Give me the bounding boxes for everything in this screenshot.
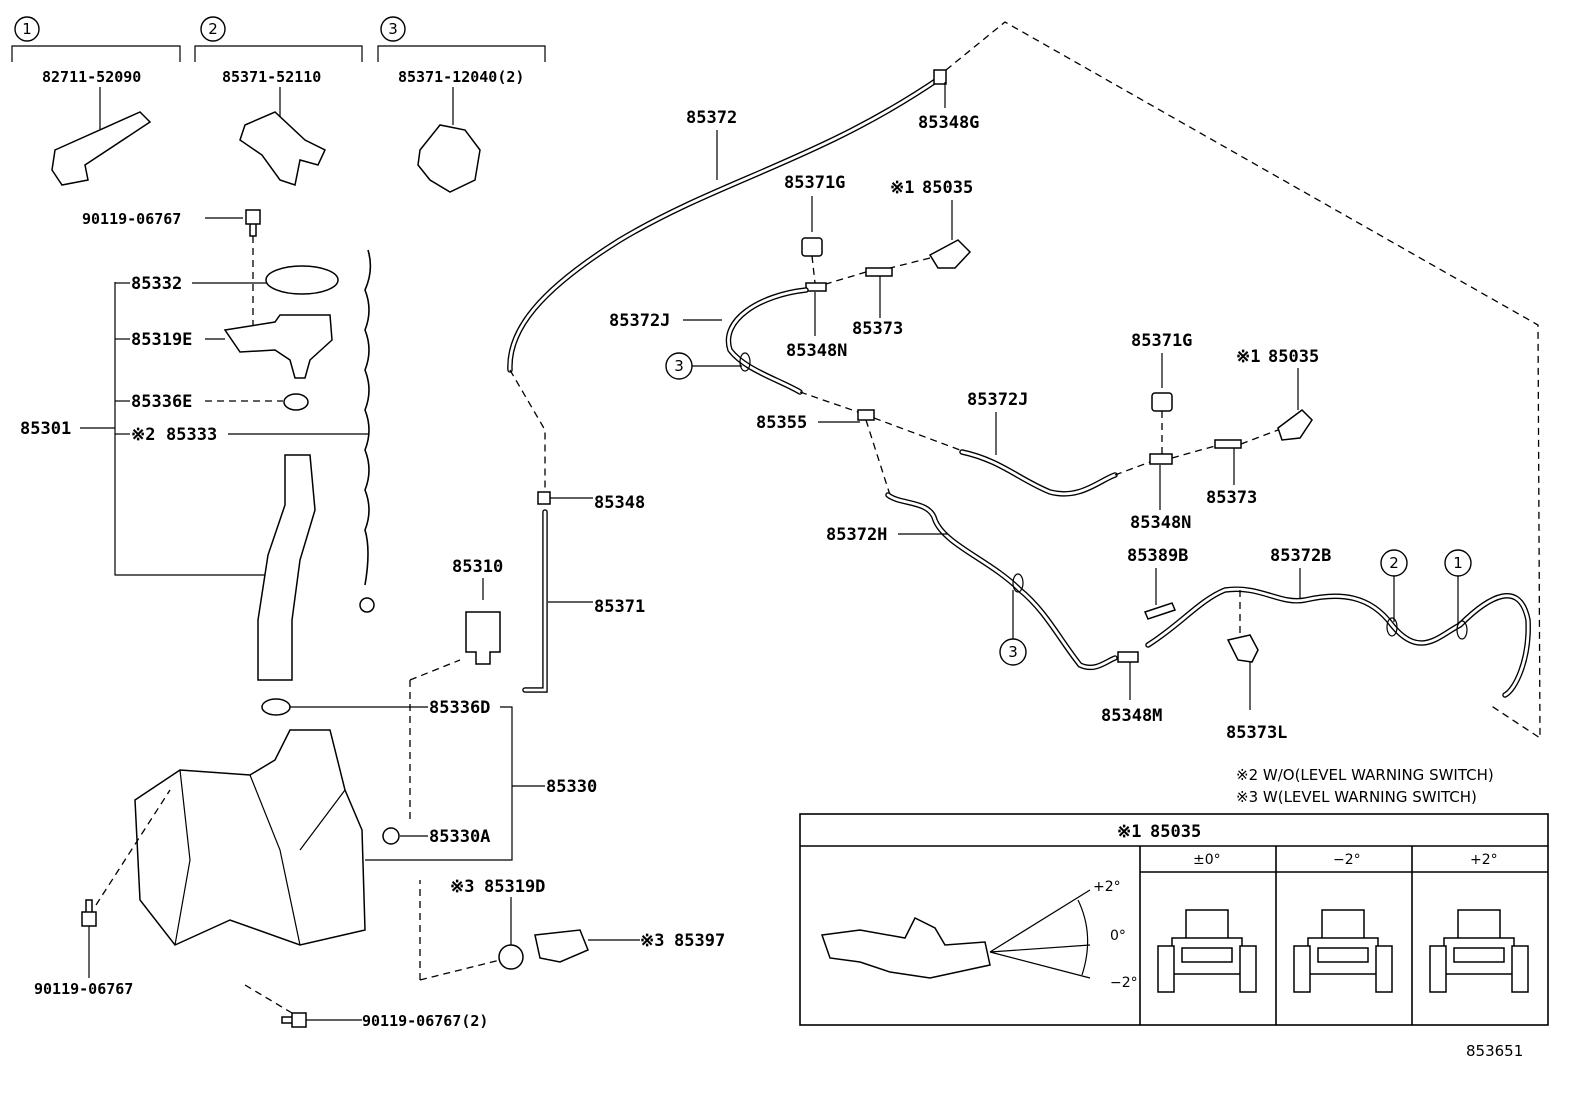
label-85330A: 85330A	[429, 827, 490, 847]
label-85348G: 85348G	[918, 113, 979, 133]
mark-3a: ※3	[450, 877, 474, 897]
label-85336E: 85336E	[131, 392, 192, 412]
marking-zero-icon	[1157, 909, 1257, 993]
cap-icon	[265, 265, 339, 295]
nozzle-side-view-icon	[820, 916, 991, 979]
angle-plus2: +2°	[1093, 879, 1121, 895]
label-85373-b: 85373	[1206, 488, 1257, 508]
label-85355: 85355	[756, 413, 807, 433]
label-85319E: 85319E	[131, 330, 192, 350]
label-85301: 85301	[20, 419, 71, 439]
nozzle-b-icon	[1277, 409, 1313, 441]
clamp-1-icon	[51, 111, 152, 186]
marking-plus2-icon	[1429, 909, 1529, 993]
marking-minus2-icon	[1293, 909, 1393, 993]
circle-3-a: 3	[674, 357, 684, 375]
angle-minus2: −2°	[1110, 975, 1138, 991]
group-1-part: 82711-52090	[42, 68, 141, 86]
washer-pump-icon	[465, 611, 501, 665]
grommet-e-icon	[283, 393, 309, 411]
mark-2: ※2	[131, 425, 155, 445]
label-85372J-b: 85372J	[967, 390, 1028, 410]
label-85348M: 85348M	[1101, 706, 1162, 726]
label-bolt-top: 90119-06767	[82, 210, 181, 228]
label-85333: 85333	[166, 425, 217, 445]
group-3-part: 85371-12040(2)	[398, 68, 524, 86]
cap-g-a-icon	[801, 237, 823, 257]
table-title-mark: ※1	[1117, 822, 1141, 842]
nozzle-a-icon	[928, 239, 972, 269]
mark-1a: ※1	[890, 178, 914, 198]
grommet-d-icon	[261, 698, 291, 716]
grommet-a-icon	[382, 827, 400, 845]
label-85330: 85330	[546, 777, 597, 797]
clamp-b-icon	[1143, 602, 1177, 620]
level-gauge-icon	[364, 249, 372, 586]
label-85035-a: 85035	[922, 178, 973, 198]
group-1: 1 82711-52090	[11, 16, 181, 186]
group-2: 2 85371-52110	[194, 16, 363, 186]
label-85332: 85332	[131, 274, 182, 294]
circle-3-b: 3	[1008, 643, 1018, 661]
label-85389B: 85389B	[1127, 546, 1188, 566]
cap-g-b-icon	[1151, 392, 1173, 412]
group-2-part: 85371-52110	[222, 68, 321, 86]
bolt-left-icon	[81, 899, 97, 927]
table-title-part: 85035	[1150, 822, 1201, 842]
group-2-number: 2	[208, 20, 218, 38]
bolt-icon	[245, 209, 261, 237]
col-zero: ±0°	[1193, 852, 1221, 868]
col-plus2: +2°	[1470, 852, 1498, 868]
group-3: 3 85371-12040(2)	[377, 16, 546, 193]
circle-1: 1	[1453, 554, 1463, 572]
nozzle-rear-icon	[1226, 634, 1259, 663]
label-85372J-a: 85372J	[609, 311, 670, 331]
label-85373-a: 85373	[852, 319, 903, 339]
angle-zero: 0°	[1110, 928, 1126, 944]
label-85397: 85397	[674, 931, 725, 951]
label-85348: 85348	[594, 493, 645, 513]
level-switch-icon	[534, 929, 589, 963]
label-85319D: 85319D	[484, 877, 545, 897]
note-3: ※3 W(LEVEL WARNING SWITCH)	[1236, 788, 1477, 806]
label-85371G-a: 85371G	[784, 173, 845, 193]
filler-neck-icon	[257, 454, 316, 681]
washer-tank-icon	[134, 729, 366, 946]
label-85371: 85371	[594, 597, 645, 617]
label-85372: 85372	[686, 108, 737, 128]
note-2: ※2 W/O(LEVEL WARNING SWITCH)	[1236, 766, 1494, 784]
inlet-icon	[223, 314, 333, 379]
clamp-2-icon	[239, 111, 326, 186]
group-3-number: 3	[388, 20, 398, 38]
col-minus2: −2°	[1333, 852, 1361, 868]
bolt-bottom-icon	[281, 1012, 307, 1028]
label-85371G-b: 85371G	[1131, 331, 1192, 351]
label-85372H: 85372H	[826, 525, 887, 545]
label-bolt-left: 90119-06767	[34, 980, 133, 998]
group-1-number: 1	[22, 20, 32, 38]
label-85035-b: 85035	[1268, 347, 1319, 367]
mark-3b: ※3	[640, 931, 664, 951]
drawing-number: 853651	[1466, 1042, 1523, 1060]
label-85310: 85310	[452, 557, 503, 577]
circle-2: 2	[1389, 554, 1399, 572]
label-85348N-a: 85348N	[786, 341, 847, 361]
nozzle-angle-table: ※1 85035 +2° 0° −2° ±0° −2° +2°	[799, 813, 1549, 1026]
clamp-3-icon	[417, 124, 481, 193]
label-85336D: 85336D	[429, 698, 490, 718]
mark-1b: ※1	[1236, 347, 1260, 367]
label-85348N-b: 85348N	[1130, 513, 1191, 533]
label-85373L: 85373L	[1226, 723, 1287, 743]
grommet-switch-icon	[498, 944, 524, 970]
label-85372B: 85372B	[1270, 546, 1331, 566]
label-bolt-bottom: 90119-06767(2)	[362, 1012, 488, 1030]
